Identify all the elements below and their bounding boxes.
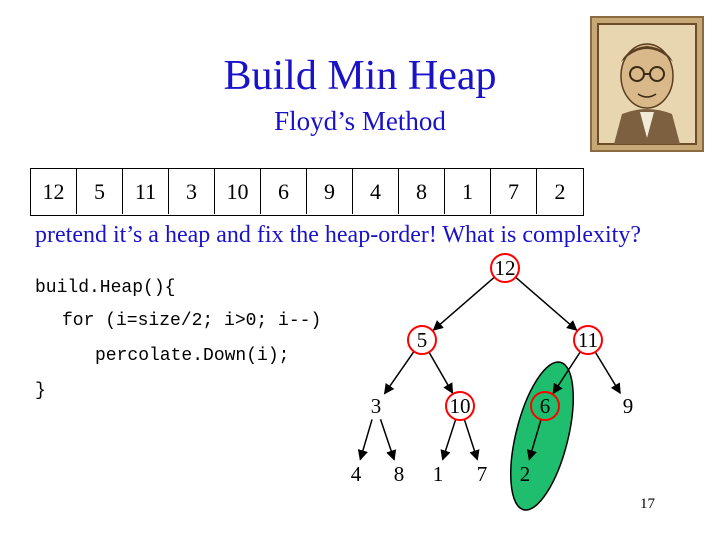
tree-node: 2: [520, 462, 531, 486]
tree-edge: [360, 419, 372, 459]
tree-node: 12: [491, 254, 519, 282]
tree-edge: [464, 419, 477, 459]
tree-edge: [443, 419, 456, 459]
tree-node: 9: [623, 394, 634, 418]
tree-edge: [595, 352, 620, 393]
node-value: 1: [433, 462, 444, 486]
node-value: 4: [351, 462, 362, 486]
node-value: 10: [450, 394, 471, 418]
highlight-oval: [498, 356, 585, 516]
tree-node: 11: [574, 326, 602, 354]
node-value: 8: [394, 462, 405, 486]
tree-edge: [516, 277, 577, 330]
tree-node: 10: [446, 392, 474, 420]
page-number: 17: [640, 496, 655, 513]
tree-node: 3: [371, 394, 382, 418]
node-value: 5: [417, 328, 428, 352]
node-value: 11: [578, 328, 598, 352]
tree-edge: [385, 351, 414, 393]
tree-node: 8: [394, 462, 405, 486]
node-value: 6: [540, 394, 551, 418]
tree-node: 4: [351, 462, 362, 486]
node-value: 3: [371, 394, 382, 418]
node-value: 12: [495, 256, 516, 280]
tree-node: 5: [408, 326, 436, 354]
node-value: 7: [477, 462, 488, 486]
tree-node: 7: [477, 462, 488, 486]
node-value: 9: [623, 394, 634, 418]
tree-node: 1: [433, 462, 444, 486]
tree-edge: [429, 352, 453, 393]
tree-edge: [380, 419, 394, 460]
tree-edge: [433, 277, 494, 330]
node-value: 2: [520, 462, 531, 486]
